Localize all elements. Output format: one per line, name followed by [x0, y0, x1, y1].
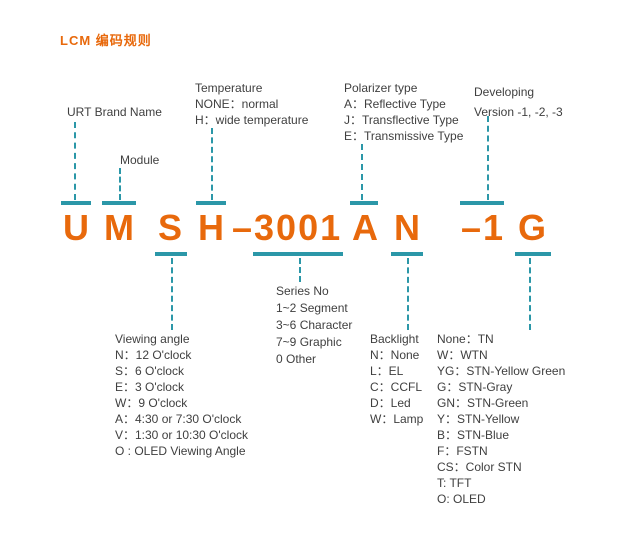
callout-line: F：FSTN — [437, 444, 488, 458]
callout-line: E：Transmissive Type — [344, 129, 464, 143]
callout-display-type: None：TN W：WTN YG：STN-Yellow Green G：STN-… — [437, 331, 565, 507]
callout-line: W：Lamp — [370, 412, 424, 426]
callout-line: D：Led — [370, 396, 411, 410]
callout-line: Developing — [474, 85, 535, 99]
callout-line: Y：STN-Yellow — [437, 412, 520, 426]
callout-temperature: Temperature NONE：normal H：wide temperatu… — [195, 80, 308, 128]
callout-line: None：TN — [437, 332, 494, 346]
code-segment-backlight: N — [394, 207, 422, 248]
callout-backlight: Backlight N：None L：EL C：CCFL D：Led W：Lam… — [370, 331, 423, 427]
callout-line: W：WTN — [437, 348, 488, 362]
callout-line: 1~2 Segment — [276, 301, 348, 315]
callout-developing: Developing Version -1, -2, -3 — [474, 82, 563, 122]
code-segment-brand: U — [63, 207, 91, 248]
callout-line: W：9 O'clock — [115, 396, 188, 410]
marker-bar-display — [515, 252, 551, 256]
connector-display — [529, 258, 531, 330]
code-segment-viewing: S — [158, 207, 185, 248]
callout-line: Backlight — [370, 332, 419, 346]
connector-brand — [74, 122, 76, 200]
connector-temp — [211, 128, 213, 200]
callout-line: CS：Color STN — [437, 460, 522, 474]
marker-bar-viewing — [155, 252, 187, 256]
callout-line: NONE：normal — [195, 97, 279, 111]
connector-backlight — [407, 258, 409, 330]
marker-bar-version — [460, 201, 504, 205]
marker-bar-temp — [196, 201, 226, 205]
callout-line: N：12 O'clock — [115, 348, 192, 362]
callout-line: Series No — [276, 284, 329, 298]
code-segment-module: M — [104, 207, 136, 248]
callout-module: Module — [120, 152, 159, 168]
callout-line: A：Reflective Type — [344, 97, 446, 111]
callout-viewing-angle: Viewing angle N：12 O'clock S：6 O'clock E… — [115, 331, 248, 459]
callout-line: O : OLED Viewing Angle — [115, 444, 246, 458]
callout-line: B：STN-Blue — [437, 428, 510, 442]
marker-bar-brand — [61, 201, 91, 205]
callout-series: Series No 1~2 Segment 3~6 Character 7~9 … — [276, 283, 352, 368]
page-title: LCM 编码规则 — [60, 33, 152, 48]
callout-line: H：wide temperature — [195, 113, 309, 127]
callout-line: L：EL — [370, 364, 404, 378]
code-segment-display: G — [518, 207, 549, 248]
code-segment-version: –1 — [461, 207, 506, 248]
callout-line: O: OLED — [437, 492, 486, 506]
callout-line: N：None — [370, 348, 420, 362]
callout-line: URT Brand Name — [67, 105, 162, 119]
callout-line: T: TFT — [437, 476, 472, 490]
callout-line: Module — [120, 153, 160, 167]
connector-polarizer — [361, 144, 363, 200]
callout-line: GN：STN-Green — [437, 396, 529, 410]
callout-line: Polarizer type — [344, 81, 418, 95]
callout-line: Temperature — [195, 81, 263, 95]
callout-line: J：Transflective Type — [344, 113, 459, 127]
callout-brand: URT Brand Name — [67, 104, 162, 120]
callout-line: E：3 O'clock — [115, 380, 184, 394]
code-segment-polarizer: A — [352, 207, 380, 248]
callout-line: 7~9 Graphic — [276, 335, 342, 349]
callout-line: Version -1, -2, -3 — [474, 105, 563, 119]
marker-bar-series — [253, 252, 343, 256]
code-segment-series: –3001 — [232, 207, 343, 248]
marker-bar-module — [102, 201, 136, 205]
connector-version — [487, 116, 489, 200]
callout-line: Viewing angle — [115, 332, 190, 346]
callout-polarizer: Polarizer type A：Reflective Type J：Trans… — [344, 80, 463, 144]
callout-line: YG：STN-Yellow Green — [437, 364, 566, 378]
callout-line: 0 Other — [276, 352, 317, 366]
marker-bar-polarizer — [350, 201, 378, 205]
connector-viewing — [171, 258, 173, 330]
marker-bar-backlight — [391, 252, 423, 256]
callout-line: G：STN-Gray — [437, 380, 513, 394]
connector-series — [299, 258, 301, 282]
code-segment-temp: H — [198, 207, 226, 248]
connector-module — [119, 168, 121, 200]
callout-line: A：4:30 or 7:30 O'clock — [115, 412, 242, 426]
callout-line: S：6 O'clock — [115, 364, 184, 378]
callout-line: V：1:30 or 10:30 O'clock — [115, 428, 249, 442]
callout-line: 3~6 Character — [276, 318, 353, 332]
callout-line: C：CCFL — [370, 380, 423, 394]
